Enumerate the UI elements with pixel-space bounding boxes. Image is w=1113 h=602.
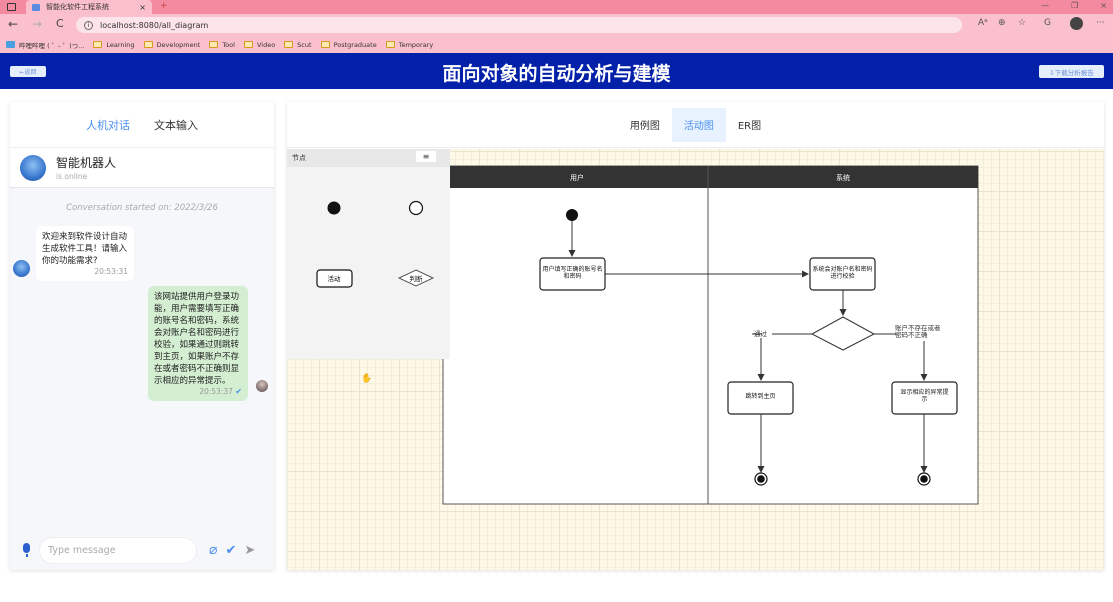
- tab-title: 智能化软件工程系统: [46, 3, 109, 11]
- read-aloud-icon[interactable]: Aᵃ: [978, 18, 988, 28]
- bot-message: 欢迎来到软件设计自动生成软件工具！请输入你的功能需求? 20:53:31: [36, 226, 134, 281]
- initial-node[interactable]: [566, 209, 578, 221]
- message-time: 20:53:37: [199, 387, 233, 396]
- folder-icon: [93, 41, 103, 48]
- send-icon[interactable]: ➤: [244, 542, 256, 558]
- back-button[interactable]: ←返回: [10, 66, 46, 77]
- page-title: 面向对象的自动分析与建模: [442, 63, 671, 85]
- hand-cursor-icon: ✋: [361, 374, 373, 384]
- folder-icon: [320, 41, 330, 48]
- message-text: 该网站提供用户登录功能，用户需要填写正确的账号名和密码，系统会对账户名和密码进行…: [154, 292, 240, 386]
- lane-header-system: [708, 166, 978, 188]
- diagram-panel: 用例图 活动图 ER图 用户 系统 用户填写正确的账号名和密码 系统会对账户名和…: [287, 102, 1104, 570]
- site-info-icon[interactable]: i: [84, 20, 93, 30]
- bookmark-item[interactable]: Tool: [209, 41, 235, 49]
- bot-message-avatar: [13, 260, 30, 277]
- window-close-icon[interactable]: ×: [1100, 1, 1107, 10]
- bilibili-icon: [6, 41, 15, 48]
- lane-label-system: 系统: [836, 173, 850, 182]
- folder-icon: [143, 41, 153, 48]
- palette-final-node[interactable]: [408, 200, 424, 216]
- tab-use-case-diagram[interactable]: 用例图: [629, 121, 660, 132]
- palette-title: 节点: [292, 154, 306, 162]
- bookmark-item[interactable]: Video: [243, 41, 275, 49]
- bookmarks-bar: 哔哩哔哩 ( ゜- ゜)つ... Learning Development To…: [0, 36, 1113, 53]
- profile-avatar[interactable]: [1070, 17, 1083, 30]
- browser-tab[interactable]: 智能化软件工程系统 ×: [26, 0, 152, 14]
- decision-node[interactable]: [810, 316, 876, 351]
- diagram-tabs: 用例图 活动图 ER图: [287, 102, 1104, 148]
- message-time: 20:53:31: [94, 267, 128, 276]
- bookmark-item[interactable]: Development: [143, 41, 200, 49]
- palette-activity-label: 活动: [328, 274, 342, 283]
- bot-status: is online: [56, 172, 88, 181]
- bookmark-item[interactable]: Temporary: [385, 41, 433, 49]
- activity-label: 用户填写正确的账号名和密码: [542, 266, 603, 280]
- chat-panel: 人机对话 文本输入 智能机器人 is online Conversation s…: [10, 102, 274, 570]
- user-message-avatar: [256, 380, 268, 392]
- palette-items: 活动 判断: [316, 200, 435, 288]
- bookmark-item[interactable]: Learning: [93, 41, 135, 49]
- extensions-icon[interactable]: G: [1044, 18, 1051, 28]
- node-palette: 节点 ≡ 活动 判断: [287, 149, 450, 359]
- bookmark-item[interactable]: Scut: [284, 41, 312, 49]
- lane-header-user: [443, 166, 708, 188]
- tab-human-chat[interactable]: 人机对话: [86, 118, 130, 132]
- folder-icon: [243, 41, 253, 48]
- new-tab-button[interactable]: +: [160, 1, 168, 11]
- minimize-icon[interactable]: —: [1041, 1, 1050, 10]
- tab-close-icon[interactable]: ×: [139, 2, 146, 12]
- folder-icon: [209, 41, 219, 48]
- bot-avatar: [20, 154, 46, 181]
- tab-activity-diagram[interactable]: 活动图: [671, 107, 726, 142]
- download-report-button[interactable]: ⇩下载分析报告: [1039, 65, 1104, 78]
- read-check-icon: ✔: [235, 387, 242, 396]
- back-nav-icon[interactable]: ←: [8, 17, 19, 31]
- activity-label: 系统会对账户名和密码进行校验: [812, 266, 873, 280]
- bookmark-item[interactable]: Postgraduate: [320, 41, 377, 49]
- user-message: 该网站提供用户登录功能，用户需要填写正确的账号名和密码，系统会对账户名和密码进行…: [148, 286, 248, 401]
- url-text: localhost:8080/all_diagram: [100, 20, 209, 30]
- palette-menu-icon[interactable]: ≡: [416, 151, 436, 162]
- lane-label-user: 用户: [570, 173, 584, 182]
- conversation-start-label: Conversation started on: 2022/3/26: [66, 203, 218, 213]
- zoom-icon[interactable]: ⊕: [998, 18, 1006, 28]
- palette-decision-label: 判断: [410, 274, 424, 283]
- bookmark-item[interactable]: 哔哩哔哩 ( ゜- ゜)つ...: [6, 40, 84, 50]
- favorites-icon[interactable]: ☆: [1018, 18, 1027, 28]
- microphone-icon[interactable]: [22, 543, 31, 557]
- bot-header: 智能机器人 is online: [10, 148, 274, 188]
- favicon-icon: [32, 3, 40, 11]
- browser-tab-bar: 智能化软件工程系统 × + — ❐ ×: [0, 0, 1113, 14]
- tab-er-diagram[interactable]: ER图: [737, 121, 762, 132]
- restore-icon[interactable]: ❐: [1071, 1, 1079, 10]
- diagram-canvas[interactable]: 用户 系统 用户填写正确的账号名和密码 系统会对账户名和密码进行校验 通过 账户…: [287, 149, 1104, 570]
- more-icon[interactable]: ···: [1096, 18, 1105, 28]
- folder-icon: [385, 41, 395, 48]
- activity-diagram: 用户 系统 用户填写正确的账号名和密码 系统会对账户名和密码进行校验 通过 账户…: [442, 165, 979, 505]
- check-icon[interactable]: ✔: [225, 542, 237, 558]
- tab-text-input[interactable]: 文本输入: [154, 118, 198, 132]
- bot-name: 智能机器人: [56, 156, 117, 170]
- palette-decision[interactable]: [397, 269, 435, 287]
- message-composer: Type message ⌀ ✔ ➤: [10, 530, 274, 570]
- folder-icon: [284, 41, 294, 48]
- swimlane-pool: [442, 165, 979, 505]
- chat-tabs: 人机对话 文本输入: [10, 102, 274, 148]
- edge-label-fail: 账户不存在或者密码不正确: [895, 325, 941, 339]
- message-text: 欢迎来到软件设计自动生成软件工具！请输入你的功能需求?: [42, 232, 128, 266]
- forward-nav-icon[interactable]: →: [32, 17, 43, 31]
- tab-actions-icon[interactable]: [7, 3, 16, 11]
- activity-label: 跳转到主页: [745, 393, 776, 400]
- activity-label: 显示相应的异常提示: [900, 389, 949, 403]
- reload-icon[interactable]: C: [56, 17, 64, 30]
- url-input[interactable]: i localhost:8080/all_diagram: [76, 17, 962, 33]
- message-input[interactable]: Type message: [39, 536, 197, 564]
- paperclip-icon[interactable]: ⌀: [209, 542, 218, 558]
- palette-initial-node[interactable]: [327, 201, 341, 215]
- app-header: [0, 53, 1113, 89]
- palette-activity[interactable]: [316, 269, 353, 288]
